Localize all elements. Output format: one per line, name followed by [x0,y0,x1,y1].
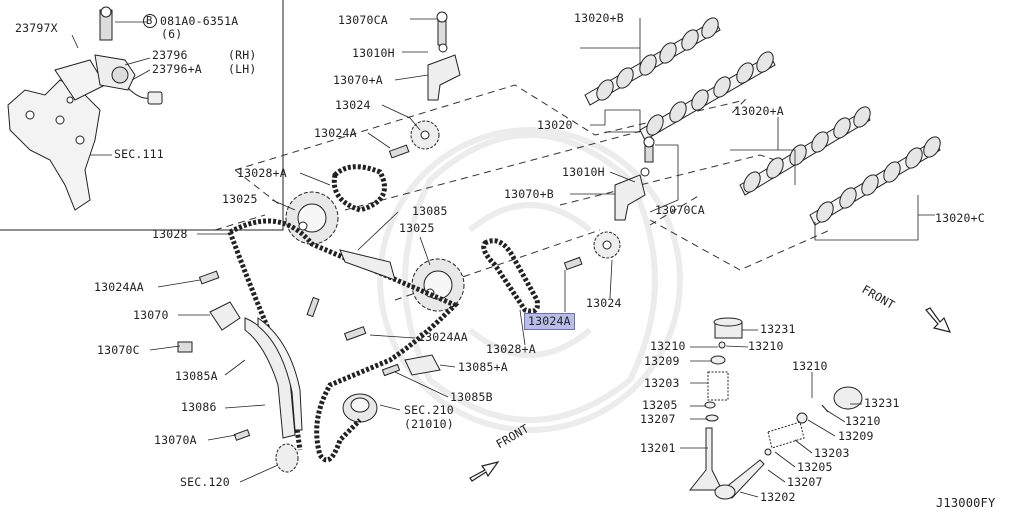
valve-parts-left [688,317,743,491]
oil-pump-sec210 [342,393,378,423]
label-13025-left: 13025 [222,192,258,206]
label-23796a-lh: (LH) [228,62,257,76]
tensioner-mid [614,136,655,221]
label-13202: 13202 [760,490,796,504]
chain-guide-13085 [339,249,396,281]
label-13070a-top: 13070+A [333,73,383,87]
label-sec111: SEC.111 [114,147,164,161]
label-13203-a: 13203 [644,376,680,390]
label-13085b: 13085B [450,390,493,404]
label-13207-b: 13207 [787,475,823,489]
label-13010h-mid: 13010H [562,165,605,179]
label-13209-a: 13209 [644,354,680,368]
label-13028a-mid: 13028+A [486,342,536,356]
front-arrow-bottom [469,461,500,482]
tensioner-upper [427,11,461,101]
bolts [198,144,583,441]
camshaft-13020a [739,106,871,196]
label-13024aa-mid: 13024AA [418,330,468,344]
label-13231-a: 13231 [760,322,796,336]
label-13025-mid: 13025 [399,221,435,235]
camshaft-13020 [639,51,776,141]
label-13024aa-left: 13024AA [94,280,144,294]
bolt-note-circle [143,14,157,28]
timing-chain-13028a-upper [331,164,387,213]
label-13205-b: 13205 [797,460,833,474]
label-13070ca-mid: 13070CA [655,203,705,217]
label-sec120: SEC.120 [180,475,230,489]
label-13210-d: 13210 [845,414,881,428]
label-13201: 13201 [640,441,676,455]
label-23796a: 23796+A [152,62,202,76]
label-13085a-plus: 13085+A [458,360,508,374]
label-13086: 13086 [181,400,217,414]
label-13210-b: 13210 [748,339,784,353]
camshaft-13020c [809,136,941,226]
label-13085a: 13085A [175,369,218,383]
label-sec210-sub: (21010) [404,417,454,431]
label-13070: 13070 [133,308,169,322]
vtc-sprocket-13025-upper [285,191,339,245]
watermark-emblem [377,127,683,433]
label-13028a-top: 13028+A [237,166,287,180]
highlighted-part-13024a[interactable]: 13024A [524,313,575,330]
sprocket-13024-mid [593,231,621,259]
tensioner-13070 [177,301,241,353]
label-13020c: 13020+C [935,211,985,225]
inset-leaders [71,21,151,156]
label-bolt-note-prefix: B [146,15,153,27]
front-arrow-right [925,307,952,333]
camshaft-13020b [584,17,721,106]
label-13070c: 13070C [97,343,140,357]
leader-lines [149,18,935,498]
label-13070ca-top: 13070CA [338,13,388,27]
cam-position-sensor [94,6,163,105]
label-13028: 13028 [152,227,188,241]
label-13070b: 13070+B [504,187,554,201]
label-13020: 13020 [537,118,573,132]
label-23797x: 23797X [15,21,58,35]
label-13010h-top: 13010H [352,46,395,60]
label-13210-c: 13210 [792,359,828,373]
timing-chain-13028a-mid [481,238,540,314]
label-sec210: SEC.210 [404,403,454,417]
vtc-sprocket-13025-lower [411,258,465,312]
label-13024-mid: 13024 [586,296,622,310]
label-13203-b: 13203 [814,446,850,460]
label-13024a-top: 13024A [314,126,357,140]
label-13020b: 13020+B [574,11,624,25]
label-bolt-note: 081A0-6351A [160,14,239,28]
guide-13085b [404,354,441,376]
label-13231-b: 13231 [864,396,900,410]
label-13020a: 13020+A [734,104,784,118]
label-23796: 23796 [152,48,188,62]
cam-position-bracket [7,59,106,211]
diagram-code: J13000FY [936,496,996,510]
label-13209-b: 13209 [838,429,874,443]
slack-guide-13086 [257,317,303,431]
label-13210-a: 13210 [650,339,686,353]
label-13205-a: 13205 [642,398,678,412]
label-13024-top: 13024 [335,98,371,112]
label-bolt-qty: (6) [161,27,183,41]
sprocket-13024-top [410,120,440,150]
label-13085: 13085 [412,204,448,218]
label-13207-a: 13207 [640,412,676,426]
valve-parts-right [714,386,863,500]
crank-sprocket [275,443,299,473]
label-13070a-bottom: 13070A [154,433,197,447]
inset-frame [0,0,284,231]
label-23796-rh: (RH) [228,48,257,62]
